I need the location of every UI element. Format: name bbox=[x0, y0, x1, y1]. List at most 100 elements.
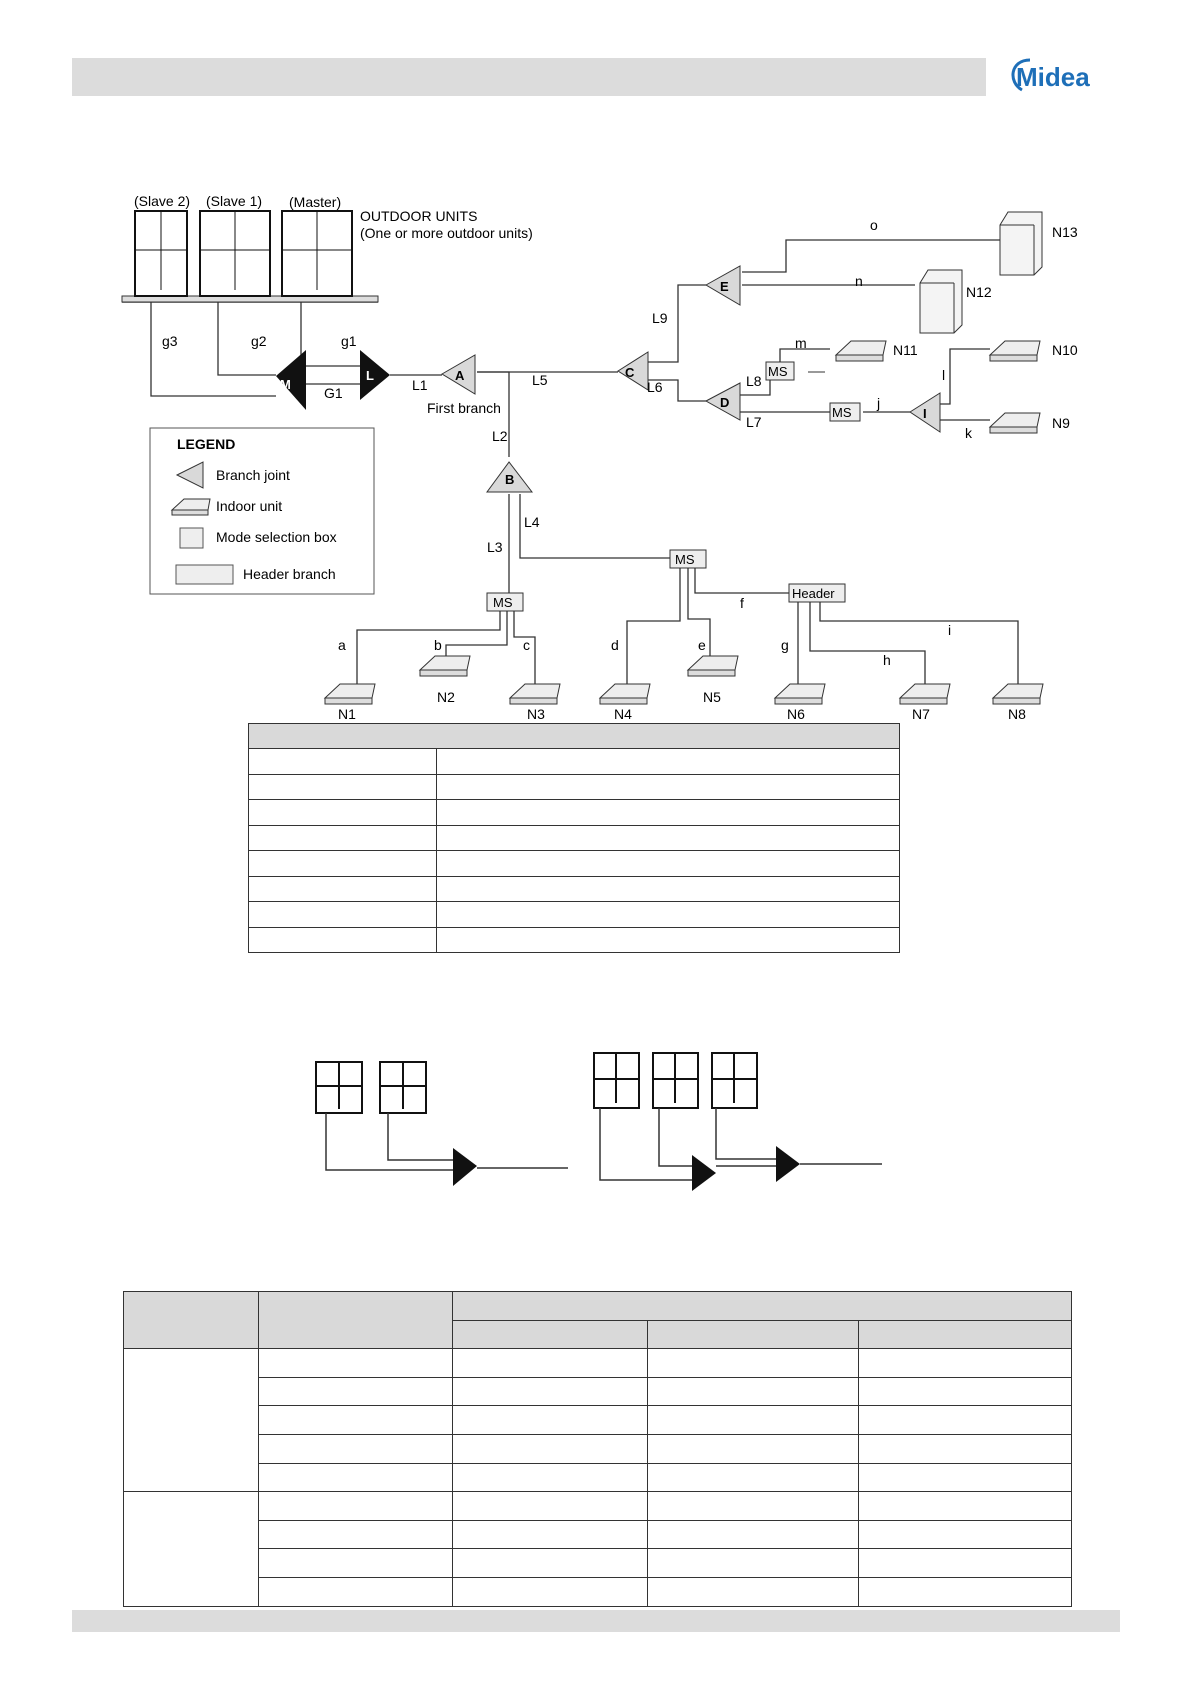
ms-label: MS bbox=[493, 595, 513, 610]
header-branch-box: Header bbox=[788, 583, 846, 603]
joint-C: C bbox=[617, 351, 649, 391]
table-row bbox=[248, 748, 900, 775]
joint-D-label: D bbox=[720, 395, 729, 410]
legend-ms-box-icon bbox=[179, 527, 204, 549]
table-row bbox=[248, 926, 900, 953]
table-row bbox=[124, 1376, 1072, 1407]
branch-g: g bbox=[781, 637, 789, 653]
branch-b: b bbox=[434, 637, 442, 653]
indoor-units bbox=[323, 211, 1044, 705]
pipe-labels: g3 g2 g1 G1 L1 L2 L3 L4 L5 L6 L7 L8 L9 bbox=[162, 310, 762, 555]
table-row bbox=[248, 850, 900, 877]
outdoor-unit-slave2 bbox=[134, 210, 188, 297]
pipe-label-L3: L3 bbox=[487, 539, 503, 555]
branch-h: h bbox=[883, 652, 891, 668]
indoor-unit-N9 bbox=[988, 412, 1041, 434]
label-N2: N2 bbox=[437, 689, 455, 705]
pipe-label-g2: g2 bbox=[251, 333, 267, 349]
ms-box-upper: MS bbox=[765, 361, 795, 381]
label-N12: N12 bbox=[966, 284, 992, 300]
table-row bbox=[124, 1548, 1072, 1578]
label-N10: N10 bbox=[1052, 342, 1078, 358]
joint-M: M bbox=[276, 350, 306, 410]
label-master: (Master) bbox=[289, 194, 341, 210]
header-label: Header bbox=[792, 586, 835, 601]
outdoor-unit-small bbox=[711, 1052, 758, 1109]
label-slave1: (Slave 1) bbox=[206, 193, 262, 209]
pipe-spec-table bbox=[248, 723, 900, 953]
indoor-unit-N13 bbox=[999, 211, 1043, 276]
legend-branch-joint-icon bbox=[175, 461, 204, 489]
outdoor-unit-small bbox=[593, 1052, 640, 1109]
label-N7: N7 bbox=[912, 706, 930, 722]
joint-A: A bbox=[441, 354, 476, 395]
branch-j: j bbox=[876, 395, 880, 411]
table-row bbox=[248, 799, 900, 826]
branch-k: k bbox=[965, 425, 973, 441]
table-row bbox=[248, 773, 900, 800]
outdoor-unit-master bbox=[281, 210, 353, 297]
indoor-unit-N3 bbox=[508, 683, 561, 705]
joint-E: E bbox=[704, 265, 741, 306]
joint-I-label: I bbox=[923, 406, 927, 421]
pipe-label-L1: L1 bbox=[412, 377, 428, 393]
branch-o: o bbox=[870, 217, 878, 233]
legend-item-mode-selection-box: Mode selection box bbox=[216, 529, 337, 545]
ms-label: MS bbox=[768, 364, 788, 379]
outdoor-joint-icon bbox=[692, 1155, 716, 1191]
table-header-row bbox=[123, 1290, 1072, 1350]
pipe-label-g3: g3 bbox=[162, 333, 178, 349]
label-N3: N3 bbox=[527, 706, 545, 722]
indoor-unit-N1 bbox=[323, 683, 376, 705]
two-unit-connection-diagram bbox=[315, 1061, 568, 1186]
table-row bbox=[123, 1348, 1072, 1493]
joint-D: D bbox=[704, 382, 741, 421]
branch-e: e bbox=[698, 637, 706, 653]
indoor-unit-N8 bbox=[991, 683, 1044, 705]
indoor-unit-N12 bbox=[919, 269, 963, 334]
outdoor-unit-slave1 bbox=[199, 210, 271, 297]
joint-L: L bbox=[360, 350, 390, 400]
legend-item-branch-joint: Branch joint bbox=[216, 467, 290, 483]
table-row bbox=[124, 1433, 1072, 1464]
pipe-label-L4: L4 bbox=[524, 514, 540, 530]
branch-m: m bbox=[795, 335, 807, 351]
table-row bbox=[123, 1491, 1072, 1607]
three-unit-connection-diagram bbox=[593, 1052, 882, 1191]
midea-logo: Midea bbox=[1011, 58, 1090, 92]
pipe-label-L2: L2 bbox=[492, 428, 508, 444]
indoor-unit-N6 bbox=[773, 683, 826, 705]
outdoor-caption-1: OUTDOOR UNITS bbox=[360, 208, 477, 224]
branch-a: a bbox=[338, 637, 346, 653]
pipe-label-L6: L6 bbox=[647, 379, 663, 395]
branch-d: d bbox=[611, 637, 619, 653]
page-header-bar bbox=[72, 58, 986, 96]
outdoor-combination-table bbox=[123, 1290, 1072, 1607]
pipe-label-L9: L9 bbox=[652, 310, 668, 326]
branch-n: n bbox=[855, 273, 863, 289]
label-slave2: (Slave 2) bbox=[134, 193, 190, 209]
joint-A-label: A bbox=[455, 368, 465, 383]
outdoor-joint-icon bbox=[776, 1146, 800, 1182]
indoor-unit-N7 bbox=[898, 683, 951, 705]
indoor-unit-N10 bbox=[988, 340, 1041, 362]
legend-header-icon bbox=[175, 564, 234, 585]
table-row bbox=[248, 901, 900, 928]
lower-pipes bbox=[356, 568, 1019, 688]
outdoor-pipes bbox=[150, 239, 1000, 595]
brand-name: Midea bbox=[1016, 62, 1090, 92]
indoor-unit-N11 bbox=[834, 340, 887, 362]
joint-C-label: C bbox=[625, 365, 635, 380]
label-N13: N13 bbox=[1052, 224, 1078, 240]
outdoor-caption-2: (One or more outdoor units) bbox=[360, 225, 533, 241]
label-N6: N6 bbox=[787, 706, 805, 722]
label-N11: N11 bbox=[893, 342, 918, 358]
branch-labels: a b c d e f g h i j k l m n o bbox=[338, 217, 973, 668]
joint-M-label: M bbox=[280, 377, 291, 392]
outdoor-unit-small bbox=[379, 1061, 427, 1114]
legend: LEGEND Branch joint Indoor unit Mode sel… bbox=[149, 427, 375, 595]
outdoor-joint-icon bbox=[453, 1148, 477, 1186]
ms-label: MS bbox=[832, 405, 852, 420]
joint-I: I bbox=[909, 392, 941, 433]
pipe-label-G1: G1 bbox=[324, 385, 343, 401]
